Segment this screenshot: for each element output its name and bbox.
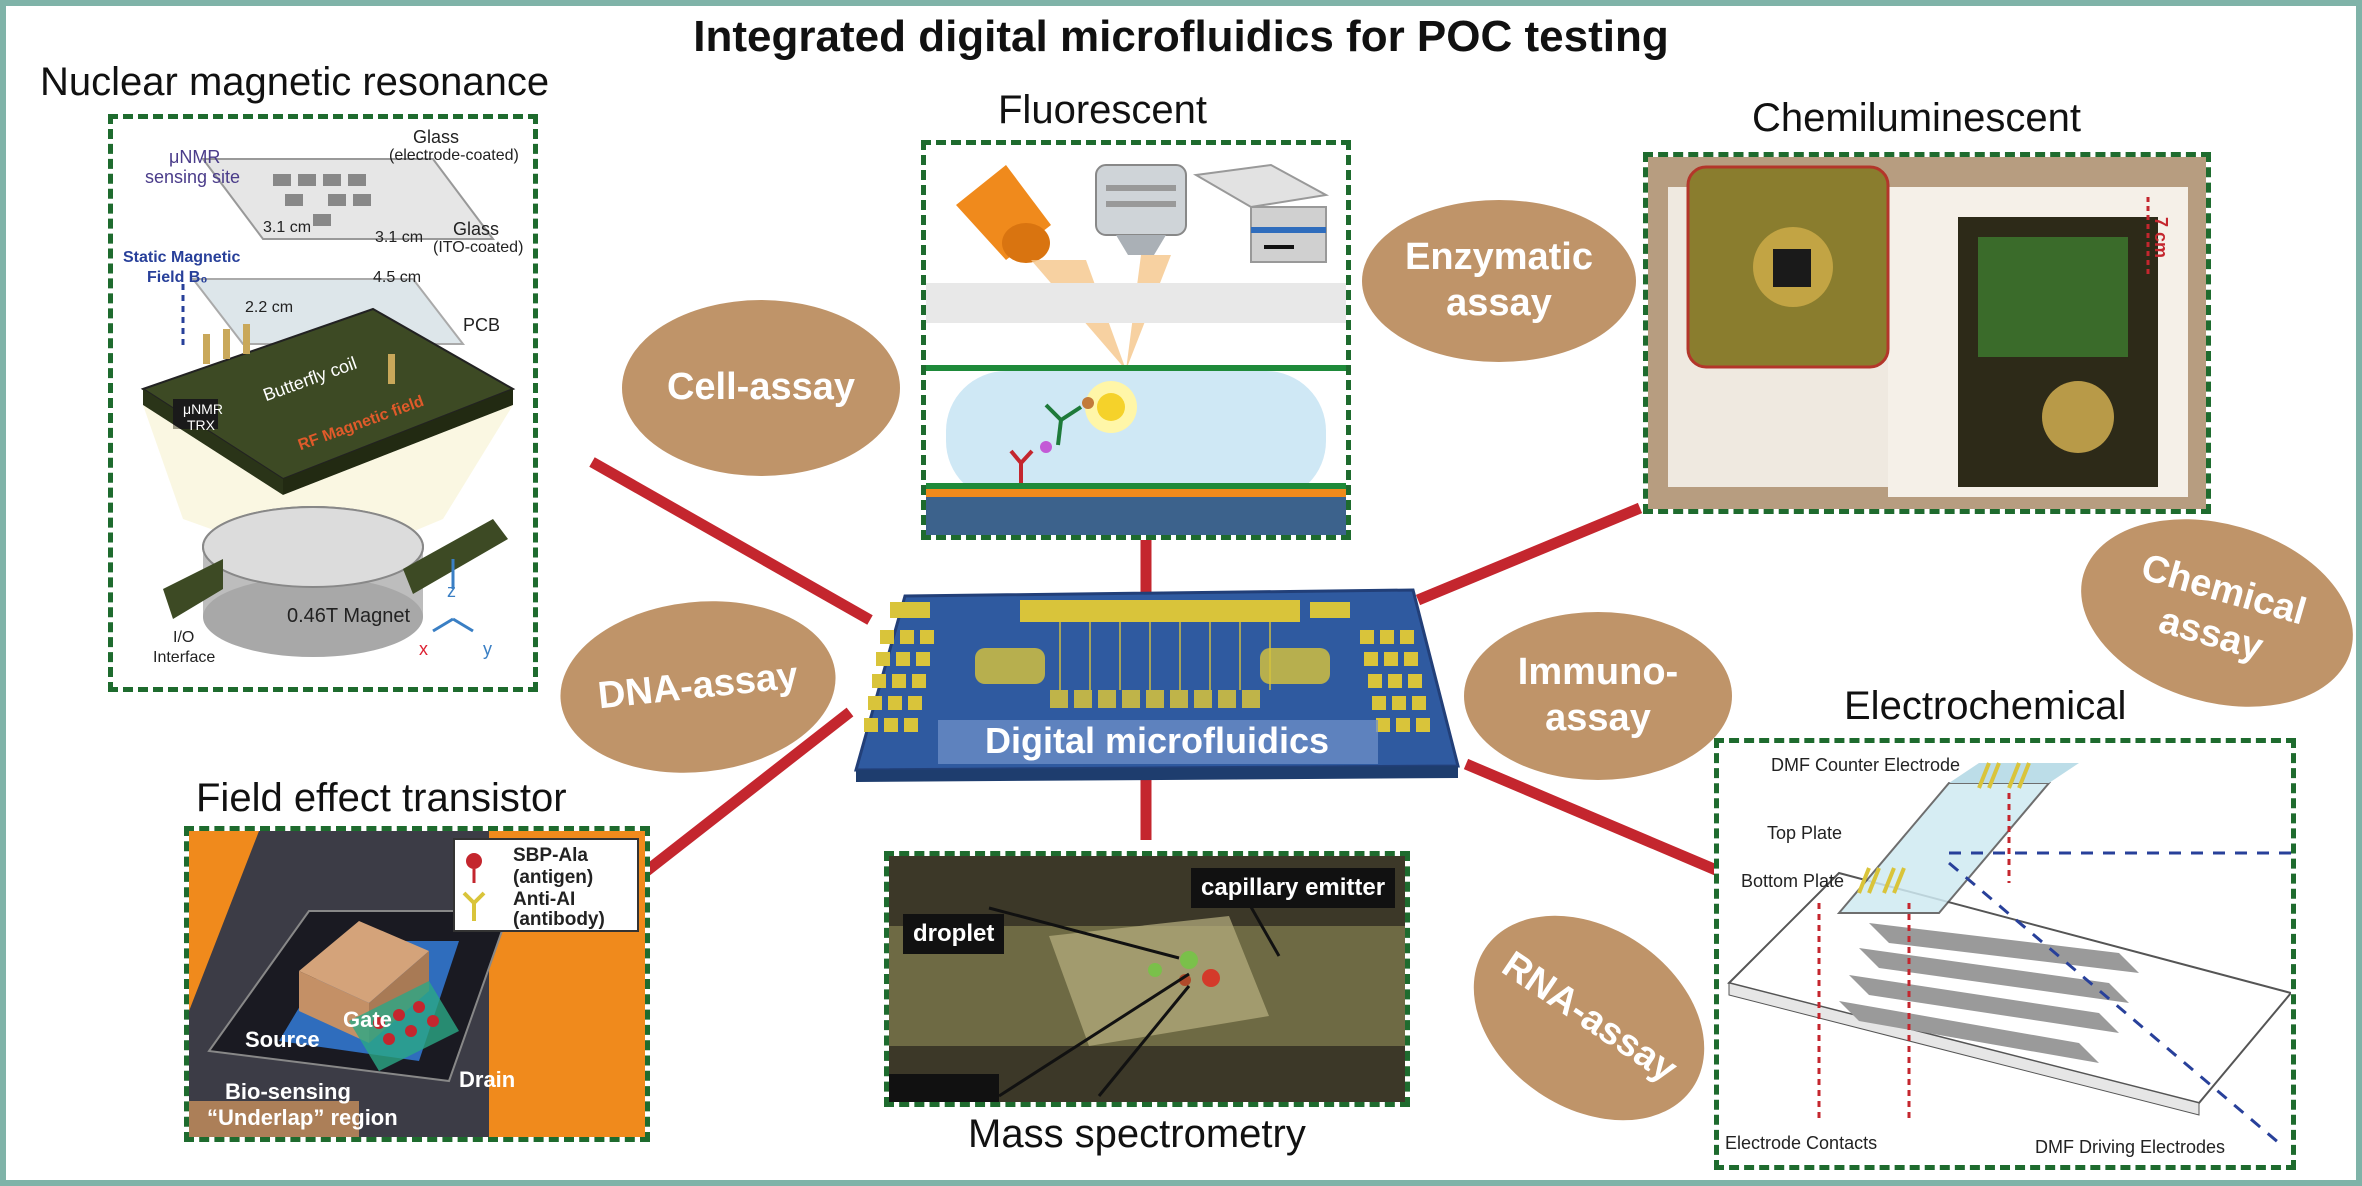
fet-legend-antigen: SBP-Ala: [513, 845, 588, 866]
mass-label: Mass spectrometry: [968, 1112, 1306, 1156]
fet-source-label: Source: [245, 1027, 320, 1052]
fet-legend-antibody: Anti-AI: [513, 889, 576, 910]
nmr-axis-z: z: [447, 581, 456, 601]
nmr-pcb-label: PCB: [463, 315, 501, 335]
fet-region-label-2: “Underlap” region: [207, 1105, 398, 1130]
immuno-assay-text: Immuno-: [1517, 651, 1679, 694]
connector-chemiluminescent: [1415, 502, 1643, 606]
enzymatic-assay-text: Enzymatic: [1405, 236, 1593, 279]
nmr-sensing-label-2: sensing site: [145, 167, 241, 187]
fet-gate-label: Gate: [343, 1007, 392, 1032]
figure-title: Integrated digital microfluidics for POC…: [693, 12, 1669, 61]
immuno-assay-oval: Immuno-assay: [1464, 612, 1732, 780]
chemiluminescent-label: Chemiluminescent: [1752, 96, 2082, 140]
nmr-label: Nuclear magnetic resonance: [40, 60, 550, 104]
nmr-glass-mid-sub: (ITO-coated): [433, 239, 524, 256]
nmr-axis-x: x: [419, 639, 428, 659]
fet-illustration: [189, 831, 645, 1137]
fet-legend-antibody-2: (antibody): [513, 909, 605, 930]
fluorescent-label: Fluorescent: [998, 88, 1207, 132]
nmr-illustration: [140, 158, 516, 657]
chemiluminescent-photo: [1648, 157, 2206, 509]
enzymatic-assay-text-2: assay: [1446, 282, 1552, 324]
connector-electrochemical: [1463, 758, 1719, 876]
connector-nmr: [589, 457, 873, 625]
cell-assay-oval: Cell-assay: [622, 300, 900, 476]
electrochemical-illustration: [1727, 762, 2291, 1145]
chemiluminescent-panel: 7 cm: [1643, 152, 2211, 514]
electrochemical-counter-label: DMF Counter Electrode: [1771, 755, 1961, 775]
dna-assay-text: DNA-assay: [595, 654, 800, 718]
cell-assay-text: Cell-assay: [666, 366, 855, 409]
electrochemical-label: Electrochemical: [1844, 684, 2127, 728]
fet-drain-label: Drain: [459, 1067, 516, 1092]
nmr-panel: μNMR sensing site Glass (electrode-coate…: [108, 114, 538, 692]
fet-panel: Gate Source Drain Bio-sensing “Underlap”…: [184, 826, 650, 1142]
nmr-dim-2: 3.1 cm: [375, 229, 424, 246]
mass-panel: droplet capillary emitter: [884, 851, 1410, 1107]
electrochemical-contacts-label: Electrode Contacts: [1725, 1133, 1878, 1153]
electrochemical-panel: DMF Counter Electrode Top Plate Bottom P…: [1714, 738, 2296, 1170]
immuno-assay-text-2: assay: [1545, 697, 1651, 739]
nmr-dim-1: 3.1 cm: [263, 219, 312, 236]
fluorescent-panel: [921, 140, 1351, 540]
nmr-io-label-2: Interface: [153, 649, 216, 666]
nmr-glass-top-sub: (electrode-coated): [389, 147, 519, 164]
mass-emitter-label: capillary emitter: [1191, 868, 1396, 908]
nmr-io-label: I/O: [173, 629, 195, 646]
electrochemical-driving-label: DMF Driving Electrodes: [2035, 1137, 2226, 1157]
fet-label: Field effect transistor: [196, 776, 567, 820]
nmr-axis-y: y: [483, 639, 492, 659]
fet-legend-antigen-2: (antigen): [513, 867, 594, 888]
electrochemical-top-label: Top Plate: [1767, 823, 1843, 843]
nmr-dim-4: 2.2 cm: [245, 299, 294, 316]
connector-fet: [631, 707, 854, 885]
nmr-field-label-2: Field B₀: [147, 269, 208, 286]
nmr-field-label: Static Magnetic: [123, 249, 241, 266]
nmr-glass-mid: Glass: [453, 219, 500, 239]
nmr-glass-top: Glass: [413, 127, 460, 147]
fet-region-label: Bio-sensing: [225, 1079, 351, 1104]
nmr-dim-3: 4.5 cm: [373, 269, 422, 286]
nmr-magnet-label: 0.46T Magnet: [287, 605, 411, 627]
fluorescent-illustration: [926, 163, 1346, 535]
rna-assay-text: RNA-assay: [1494, 943, 1685, 1091]
nmr-trx-label: μNMR: [183, 401, 223, 417]
chip-label: Digital microfluidics: [984, 720, 1330, 761]
nmr-trx-label-2: TRX: [187, 417, 215, 433]
mass-droplet-label: droplet: [903, 914, 1005, 954]
electrochemical-bottom-label: Bottom Plate: [1741, 871, 1845, 891]
nmr-sensing-label: μNMR: [169, 147, 221, 167]
